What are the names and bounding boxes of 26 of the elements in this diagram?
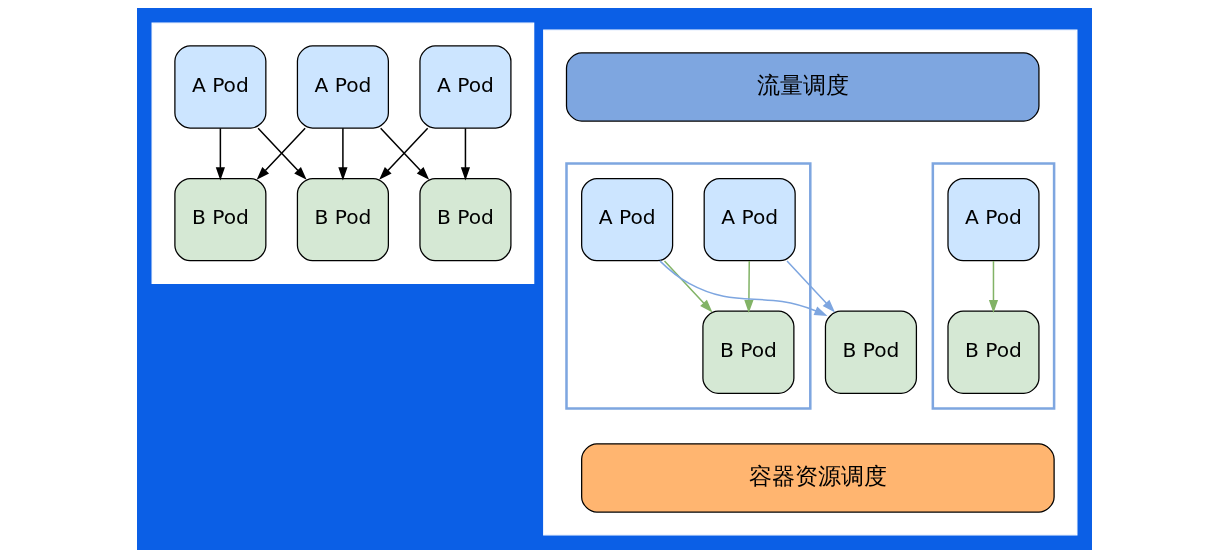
node-box: A Pod <box>296 45 389 129</box>
arrow <box>988 260 999 314</box>
arrow <box>744 260 754 314</box>
node-box: B Pod <box>174 177 267 262</box>
node-box: B Pod <box>702 310 795 394</box>
node-box: B Pod <box>419 177 512 262</box>
node-box: B Pod <box>824 310 918 394</box>
cluster <box>151 22 535 285</box>
node-box: A Pod <box>947 177 1040 262</box>
node-box: 容器资源调度 <box>581 443 1055 513</box>
node-box: A Pod <box>703 177 796 262</box>
cluster <box>931 162 1056 410</box>
arrow <box>460 127 471 181</box>
node-box: 流量调度 <box>565 52 1040 122</box>
arrow <box>659 260 828 316</box>
node-box: A Pod <box>174 45 267 129</box>
arrow <box>786 260 836 313</box>
arrow <box>215 127 225 181</box>
cluster <box>565 162 812 410</box>
node-box: A Pod <box>419 45 512 129</box>
node-box: B Pod <box>947 310 1040 394</box>
arrow <box>663 260 713 313</box>
node-box: B Pod <box>296 177 389 262</box>
node-box: A Pod <box>581 177 674 262</box>
cluster <box>543 29 1078 536</box>
arrow <box>338 127 348 181</box>
